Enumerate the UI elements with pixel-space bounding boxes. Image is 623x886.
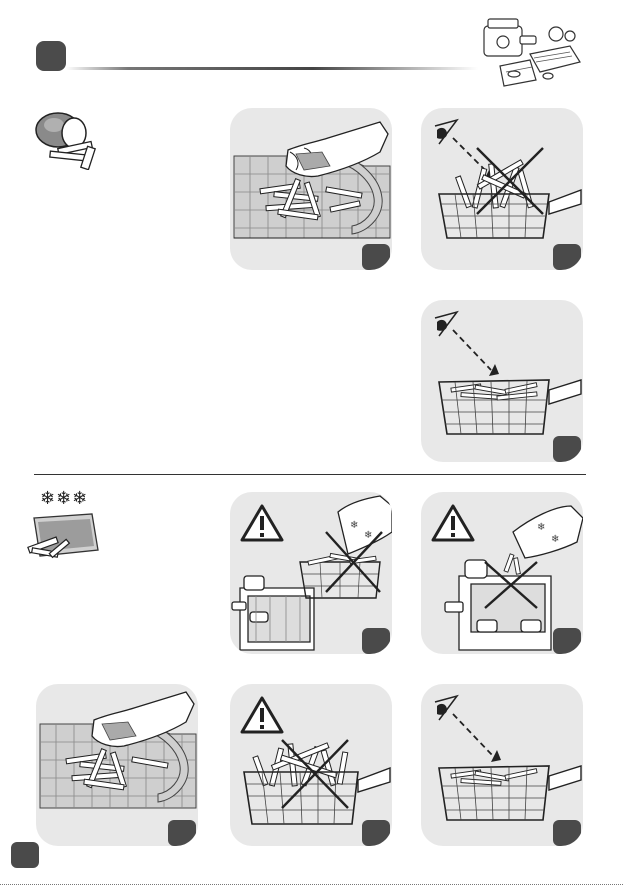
step-badge [553, 244, 581, 270]
potato-icon [28, 105, 113, 170]
step-badge [362, 820, 390, 846]
header-rule [66, 66, 478, 71]
section-badge [36, 41, 66, 71]
step-panel-fresh-overfill [421, 108, 583, 270]
section-divider [34, 474, 586, 475]
step-badge [553, 436, 581, 462]
step-panel-frozen-over-fryer: ❄ ❄ [230, 492, 392, 654]
svg-text:❄: ❄ [350, 520, 358, 531]
frozen-bag-icon [22, 510, 112, 565]
svg-text:❄: ❄ [537, 522, 545, 533]
step-badge [362, 244, 390, 270]
step-badge [553, 628, 581, 654]
step-panel-frozen-correct-fill [421, 684, 583, 846]
page-number-badge [11, 842, 39, 868]
svg-text:❄: ❄ [364, 530, 372, 541]
frozen-snowflakes: ❄❄❄ [40, 488, 88, 509]
step-panel-frozen-dry [36, 684, 198, 846]
step-panel-frozen-overfill [230, 684, 392, 846]
step-badge [362, 628, 390, 654]
step-panel-frozen-into-basket: ❄ ❄ [421, 492, 583, 654]
fryer-product-icon [470, 14, 585, 94]
svg-text:❄: ❄ [551, 534, 559, 545]
step-badge [168, 820, 196, 846]
step-panel-fresh-correct-fill [421, 300, 583, 462]
step-panel-fresh-dry [230, 108, 392, 270]
step-badge [553, 820, 581, 846]
